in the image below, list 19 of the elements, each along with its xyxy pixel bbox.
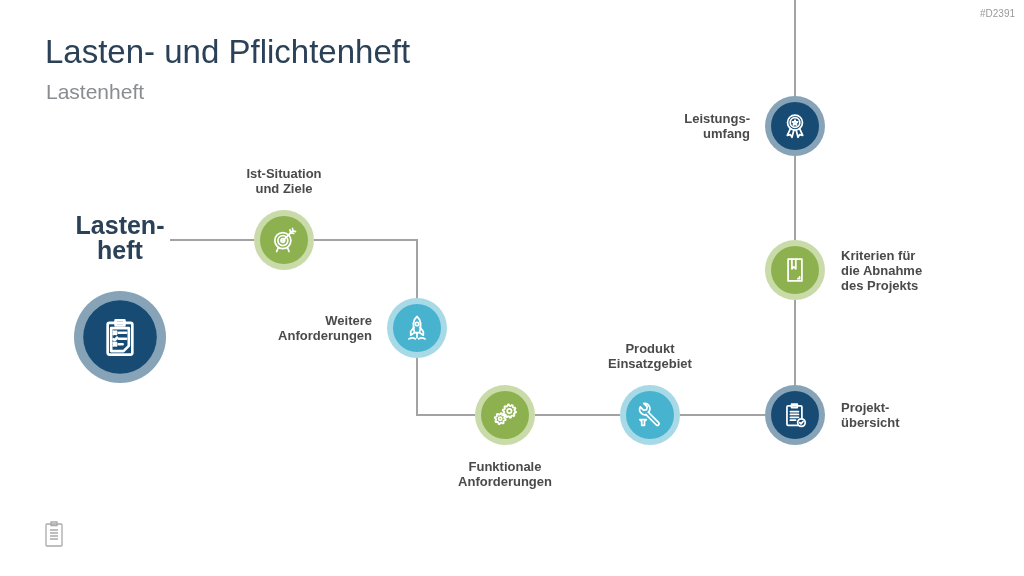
- step-label: Funktionale Anforderungen: [457, 459, 553, 489]
- step-label: Projekt- übersicht: [841, 400, 901, 430]
- slide-subtitle: Lastenheft: [46, 80, 145, 104]
- connector-line: [169, 239, 255, 241]
- step-label: Ist-Situation und Ziele: [245, 166, 323, 196]
- connector-line: [416, 357, 476, 416]
- step-label: Leistungs- umfang: [683, 111, 750, 141]
- slide-title: Lasten- und Pflichtenheft: [45, 33, 411, 71]
- section-heading: Lasten- heft: [74, 213, 166, 263]
- connector-line: [534, 414, 621, 416]
- connector-line: [679, 414, 766, 416]
- connector-line: [313, 239, 418, 299]
- connector-line: [794, 299, 796, 386]
- step-label: Weitere Anforderungen: [277, 313, 372, 343]
- connector-line: [794, 155, 796, 241]
- step-label: Produkt Einsatzgebiet: [607, 341, 693, 371]
- connector-line: [794, 0, 796, 97]
- slide-number: #D2391: [979, 8, 1015, 19]
- step-label: Kriterien für die Abnahme des Projekts: [841, 247, 924, 293]
